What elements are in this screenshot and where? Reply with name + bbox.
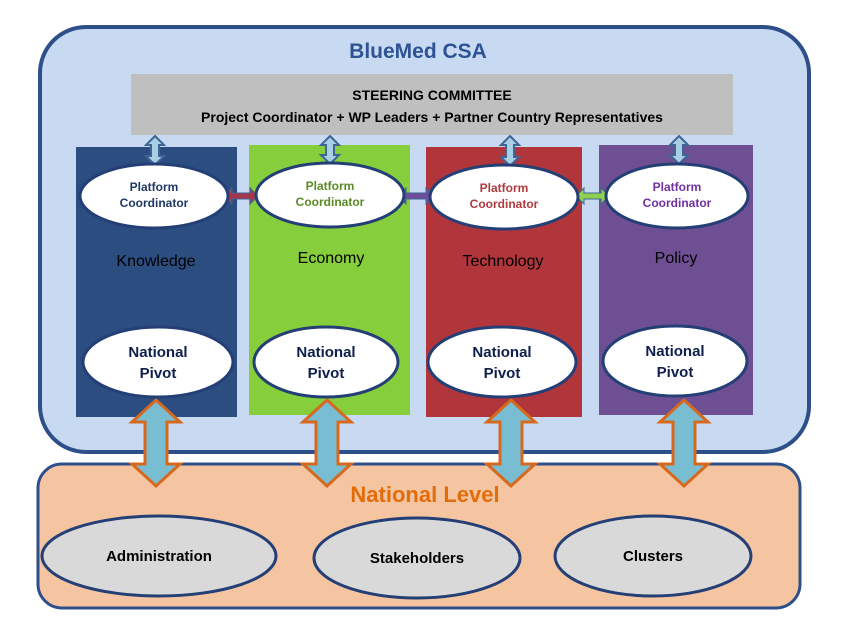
pivot-label-line2: Pivot (140, 365, 177, 382)
pivot-national-arrow (483, 397, 539, 489)
national-item-label: Administration (106, 548, 212, 565)
national-item-clusters: Clusters (553, 514, 753, 598)
steering-to-coordinator-arrows (143, 134, 691, 168)
coordinator-label-line2: Coordinator (470, 197, 539, 211)
coordinator-label-line2: Coordinator (643, 196, 712, 210)
pivot-label-line1: National (645, 343, 704, 360)
national-level-title: National Level (350, 482, 499, 507)
pivot-national-arrow (656, 397, 712, 489)
pivot-label-line2: Pivot (484, 365, 521, 382)
coordinator-label-line2: Coordinator (120, 196, 189, 210)
platform-coordinator-technology: Platform Coordinator (428, 163, 580, 231)
pivot-label-line1: National (472, 344, 531, 361)
coordinator-label-line1: Platform (480, 181, 529, 195)
platform-coordinator-economy: Platform Coordinator (254, 161, 406, 229)
pivot-to-national-arrows (128, 397, 712, 489)
platform-name-policy: Policy (655, 250, 698, 267)
national-pivot-policy: National Pivot (601, 324, 749, 398)
pivot-label-line2: Pivot (308, 365, 345, 382)
national-item-stakeholders: Stakeholders (312, 516, 522, 600)
platform-name-technology: Technology (463, 253, 544, 270)
coordinator-label-line1: Platform (306, 179, 355, 193)
pivot-label-line2: Pivot (657, 364, 694, 381)
coordinator-label-line1: Platform (653, 180, 702, 194)
national-item-label: Stakeholders (370, 550, 464, 567)
pivot-label-line1: National (128, 344, 187, 361)
pivot-national-arrow (128, 397, 184, 489)
steering-committee-members: Project Coordinator + WP Leaders + Partn… (201, 109, 663, 125)
national-pivot-technology: National Pivot (426, 325, 578, 399)
platform-name-economy: Economy (298, 250, 365, 267)
steering-committee-title: STEERING COMMITTEE (352, 87, 511, 103)
pivot-label-line1: National (296, 344, 355, 361)
coordinator-label-line2: Coordinator (296, 195, 365, 209)
platform-name-knowledge: Knowledge (116, 253, 195, 270)
national-pivot-knowledge: National Pivot (81, 325, 235, 399)
csa-title: BlueMed CSA (349, 40, 487, 63)
coordinator-label-line1: Platform (130, 180, 179, 194)
national-item-label: Clusters (623, 548, 683, 565)
steering-committee-box (131, 74, 733, 135)
platform-coordinator-knowledge: Platform Coordinator (78, 162, 230, 230)
platform-coordinator-policy: Platform Coordinator (604, 162, 750, 230)
pivot-national-arrow (299, 397, 355, 489)
national-item-administration: Administration (40, 514, 278, 598)
national-pivot-economy: National Pivot (252, 325, 400, 399)
